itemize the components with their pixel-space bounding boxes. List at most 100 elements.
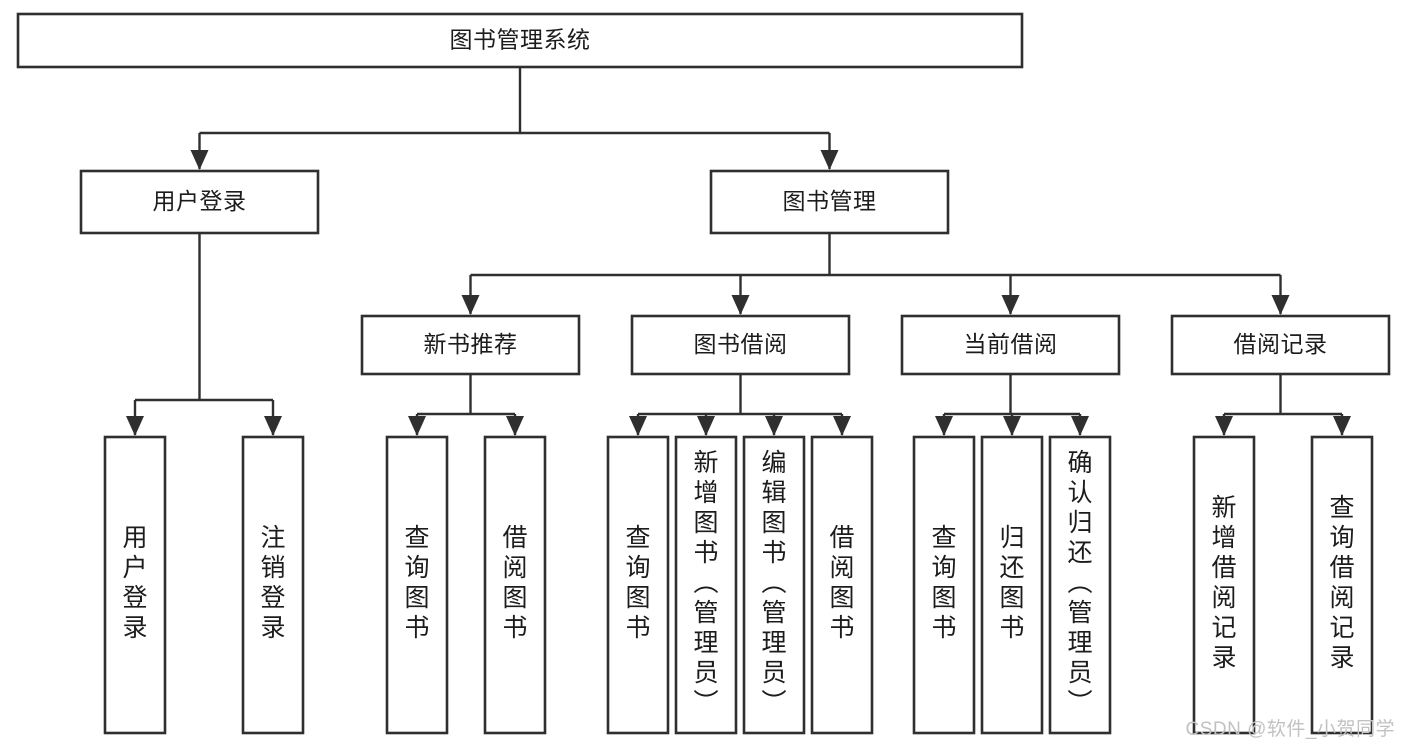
node-rect bbox=[912, 435, 976, 735]
node-label-char: ︶ bbox=[1067, 689, 1092, 717]
node-user-login[interactable]: 用户登录 bbox=[79, 169, 320, 235]
connector-lines bbox=[126, 67, 1351, 436]
node-label-char: 登 bbox=[260, 584, 285, 612]
node-rect bbox=[16, 12, 1024, 69]
node-label-char: 员 bbox=[761, 659, 786, 687]
arrow-head-icon bbox=[1333, 416, 1351, 436]
arrow-head-icon bbox=[765, 416, 783, 436]
node-rect bbox=[360, 314, 581, 376]
node-label-char: 记 bbox=[1329, 614, 1354, 642]
node-label-char: 新 bbox=[693, 449, 718, 477]
node-label-char: ︵ bbox=[1067, 569, 1092, 597]
node-label-char: 查 bbox=[404, 524, 429, 552]
node-label-char: 注 bbox=[260, 524, 285, 552]
node-label-char: 图 bbox=[693, 509, 718, 537]
node-rect bbox=[900, 314, 1121, 376]
node-label-char: 管 bbox=[1067, 599, 1092, 627]
node-label-char: 阅 bbox=[1211, 584, 1236, 612]
node-label-char: 书 bbox=[693, 539, 718, 567]
node-label-char: 录 bbox=[1211, 644, 1236, 672]
node-label-char: 书 bbox=[625, 614, 650, 642]
node-root-root[interactable]: 图书管理系统 bbox=[16, 12, 1024, 69]
node-rect bbox=[483, 435, 547, 735]
node-label: 新书推荐 bbox=[424, 331, 518, 357]
node-rect bbox=[709, 169, 950, 235]
node-label-char: 记 bbox=[1211, 614, 1236, 642]
node-label-char: 登 bbox=[122, 584, 147, 612]
node-label-char: 编 bbox=[761, 449, 786, 477]
node-label-char: 图 bbox=[931, 584, 956, 612]
node-label-char: 还 bbox=[1067, 539, 1092, 567]
node-rect bbox=[1192, 435, 1256, 735]
node-label-char: 书 bbox=[404, 614, 429, 642]
node-rect bbox=[103, 435, 167, 735]
node-label-char: 增 bbox=[693, 479, 718, 507]
node-rect bbox=[385, 435, 449, 735]
node-label-char: 员 bbox=[693, 659, 718, 687]
node-book-manage[interactable]: 图书管理 bbox=[709, 169, 950, 235]
node-label-char: ︵ bbox=[761, 569, 786, 597]
node-label: 当前借阅 bbox=[964, 331, 1058, 357]
node-rect bbox=[1048, 435, 1112, 735]
node-label-char: 书 bbox=[931, 614, 956, 642]
csdn-watermark: CSDN @软件_小贺同学 bbox=[1185, 719, 1395, 740]
node-label-char: 询 bbox=[625, 554, 650, 582]
arrow-head-icon bbox=[1215, 416, 1233, 436]
node-label-char: 询 bbox=[1329, 524, 1354, 552]
node-label-char: 图 bbox=[502, 584, 527, 612]
arrow-head-icon bbox=[820, 150, 839, 170]
node-label-char: 图 bbox=[404, 584, 429, 612]
node-label-char: 书 bbox=[761, 539, 786, 567]
node-label-char: 员 bbox=[1067, 659, 1092, 687]
arrow-head-icon bbox=[408, 416, 426, 436]
node-new-book-rec[interactable]: 新书推荐 bbox=[360, 314, 581, 376]
node-label-char: ︶ bbox=[693, 689, 718, 717]
node-current-borrow[interactable]: 当前借阅 bbox=[900, 314, 1121, 376]
arrow-head-icon bbox=[506, 416, 524, 436]
node-label-char: 阅 bbox=[1329, 584, 1354, 612]
node-leaf-user-login[interactable]: 用户登录 bbox=[103, 435, 167, 735]
node-label-char: 确 bbox=[1067, 449, 1092, 477]
arrow-head-icon bbox=[264, 416, 282, 436]
node-rect bbox=[742, 435, 806, 735]
node-borrow-record[interactable]: 借阅记录 bbox=[1170, 314, 1391, 376]
node-label-char: 归 bbox=[999, 524, 1024, 552]
node-label-char: 询 bbox=[931, 554, 956, 582]
node-label-char: 管 bbox=[693, 599, 718, 627]
node-label-char: 增 bbox=[1211, 524, 1236, 552]
node-label-char: 阅 bbox=[502, 554, 527, 582]
node-label-char: 理 bbox=[1067, 629, 1092, 657]
node-label-char: 书 bbox=[502, 614, 527, 642]
node-label-char: 归 bbox=[1067, 509, 1092, 537]
node-label-char: 图 bbox=[999, 584, 1024, 612]
arrow-head-icon bbox=[629, 416, 647, 436]
node-label-char: 阅 bbox=[829, 554, 854, 582]
node-label-char: ︶ bbox=[761, 689, 786, 717]
node-book-borrow[interactable]: 图书借阅 bbox=[630, 314, 851, 376]
node-label-char: 认 bbox=[1067, 479, 1092, 507]
node-label: 图书借阅 bbox=[694, 331, 788, 357]
arrow-head-icon bbox=[1071, 416, 1089, 436]
node-rect bbox=[674, 435, 738, 735]
node-label-char: 录 bbox=[1329, 644, 1354, 672]
node-label-char: 借 bbox=[502, 524, 527, 552]
node-label-char: 用 bbox=[122, 524, 147, 552]
node-label-char: 查 bbox=[625, 524, 650, 552]
arrow-head-icon bbox=[1001, 295, 1020, 315]
arrow-head-icon bbox=[190, 150, 209, 170]
node-rect bbox=[1310, 435, 1374, 735]
